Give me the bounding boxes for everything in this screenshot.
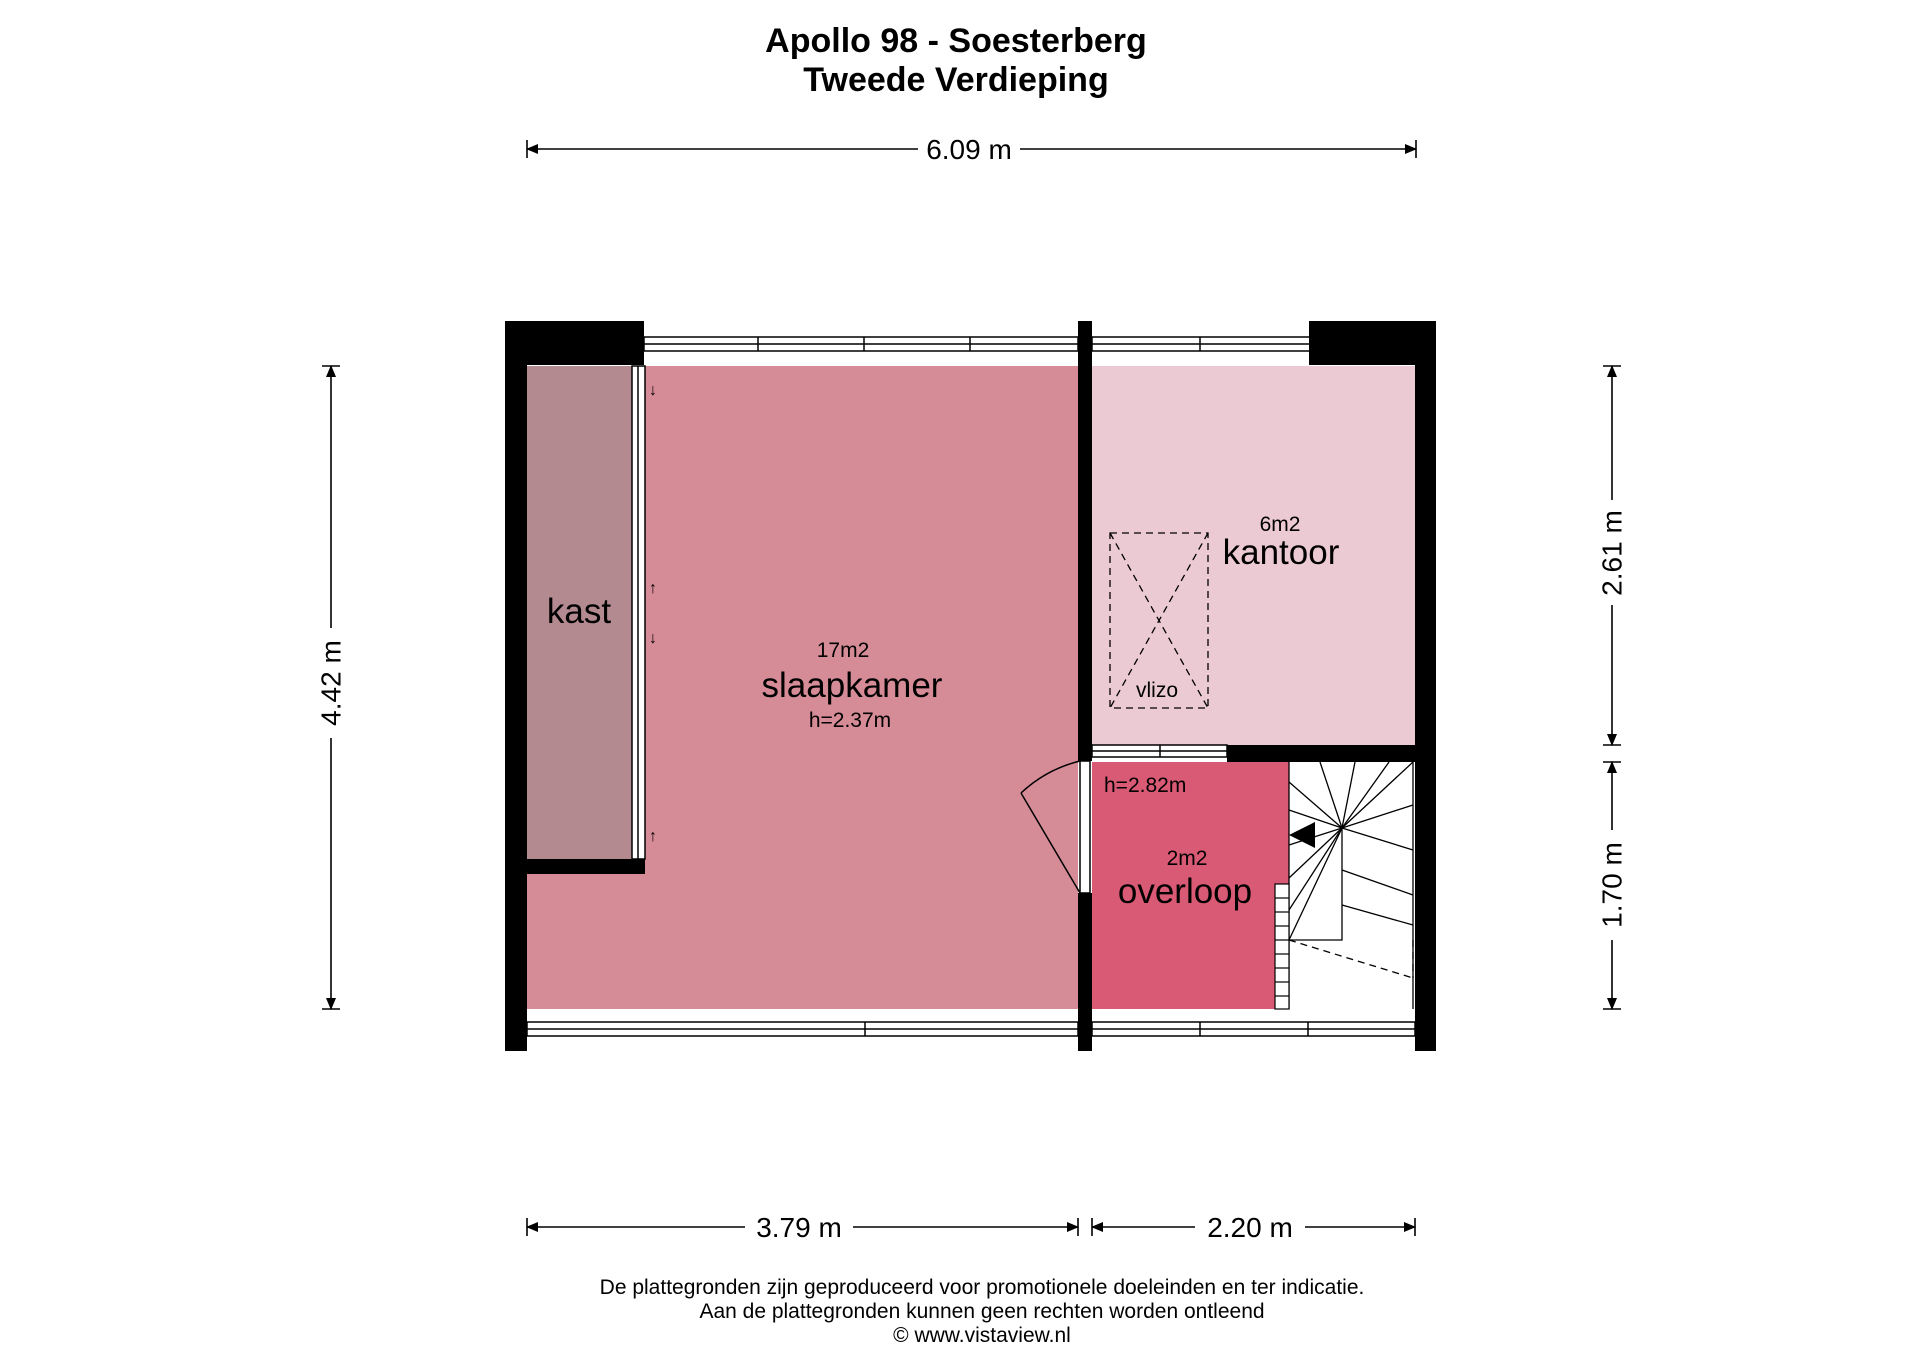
sliding-door-arrows: ↓ ↑ ↓ ↑ [649, 382, 657, 845]
room-overloop-label: overloop [1118, 872, 1252, 911]
room-kantoor-area: 6m2 [1260, 513, 1301, 536]
dimension-lines [322, 140, 1621, 1236]
svg-text:↓: ↓ [649, 630, 657, 647]
svg-text:↑: ↑ [649, 828, 657, 845]
room-overloop-height: h=2.82m [1104, 774, 1186, 797]
room-overloop-fill [1092, 762, 1289, 1009]
dim-right-upper: 2.61 m [1597, 510, 1628, 596]
copyright-line: © www.vistaview.nl [893, 1324, 1071, 1347]
window-bottom-right [1091, 1021, 1416, 1037]
stair-railing [1274, 883, 1290, 1010]
vlizo-label: vlizo [1136, 679, 1178, 702]
vlizo-hatch [1109, 532, 1209, 709]
room-slaapkamer-height: h=2.37m [809, 709, 891, 732]
room-kast-fill [527, 366, 632, 859]
room-slaapkamer-fill [527, 366, 1078, 1009]
dim-left-height: 4.42 m [316, 640, 347, 726]
dim-top-width: 6.09 m [926, 134, 1012, 165]
slaapkamer-door [1020, 760, 1091, 894]
staircase [1288, 761, 1414, 1009]
dim-bottom-right: 2.20 m [1207, 1212, 1293, 1243]
plan-title: Apollo 98 - Soesterberg [765, 22, 1147, 60]
svg-text:↓: ↓ [649, 382, 657, 399]
window-top-slaapkamer [643, 336, 1079, 352]
svg-text:↑: ↑ [649, 580, 657, 597]
room-kast-label: kast [547, 592, 611, 631]
walls [505, 321, 1436, 1051]
dim-right-lower: 1.70 m [1597, 842, 1628, 928]
stairwell-floor [1289, 762, 1413, 1009]
kast-sliding-doors [631, 365, 646, 860]
disclaimer-line-1: De plattegronden zijn geproduceerd voor … [600, 1276, 1365, 1299]
room-kantoor-label: kantoor [1223, 533, 1340, 572]
dim-bottom-left: 3.79 m [756, 1212, 842, 1243]
plan-subtitle: Tweede Verdieping [803, 61, 1108, 99]
room-overloop-area: 2m2 [1167, 847, 1208, 870]
room-kantoor-fill [1092, 366, 1415, 745]
disclaimer-line-2: Aan de plattegronden kunnen geen rechten… [699, 1300, 1264, 1323]
room-slaapkamer-label: slaapkamer [762, 666, 943, 705]
window-top-kantoor [1091, 336, 1311, 352]
room-slaapkamer-area: 17m2 [817, 639, 870, 662]
window-bottom-slaapkamer [526, 1021, 1079, 1037]
kantoor-sliding-door [1091, 744, 1228, 758]
